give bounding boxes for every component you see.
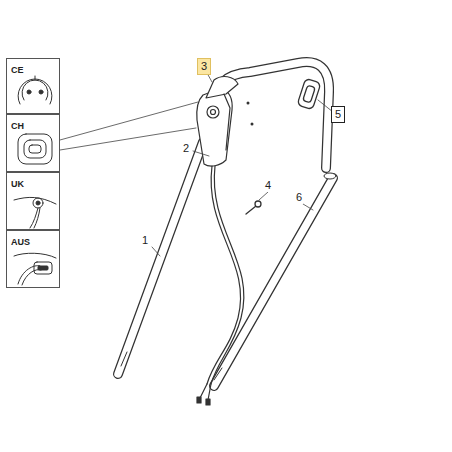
plug-type-label: CE: [10, 65, 25, 76]
plug-panel: AUS: [6, 230, 60, 288]
callout-number: 4: [264, 179, 272, 192]
plug-panel: CH: [6, 114, 60, 172]
switch-box: [197, 77, 238, 167]
callout-number: 2: [182, 142, 190, 155]
plug-panel: UK: [6, 172, 60, 230]
cable: [197, 166, 244, 405]
leader-lines: [60, 102, 198, 150]
plug-type-label: AUS: [10, 237, 31, 248]
callout-leaders: [152, 73, 333, 256]
plug-type-label: UK: [10, 179, 25, 190]
cable-clip: [297, 78, 321, 110]
callout-number: 5: [335, 108, 341, 120]
plug-type-label: CH: [10, 121, 25, 132]
callout-box: 5: [331, 106, 345, 123]
callout-box: 3: [197, 58, 211, 75]
handle-tubes: [118, 62, 336, 386]
callout-number: 3: [201, 60, 207, 72]
plug-panel: CE: [6, 58, 60, 114]
screw: [246, 201, 261, 214]
callout-number: 1: [141, 234, 149, 247]
callout-number: 6: [295, 191, 303, 204]
